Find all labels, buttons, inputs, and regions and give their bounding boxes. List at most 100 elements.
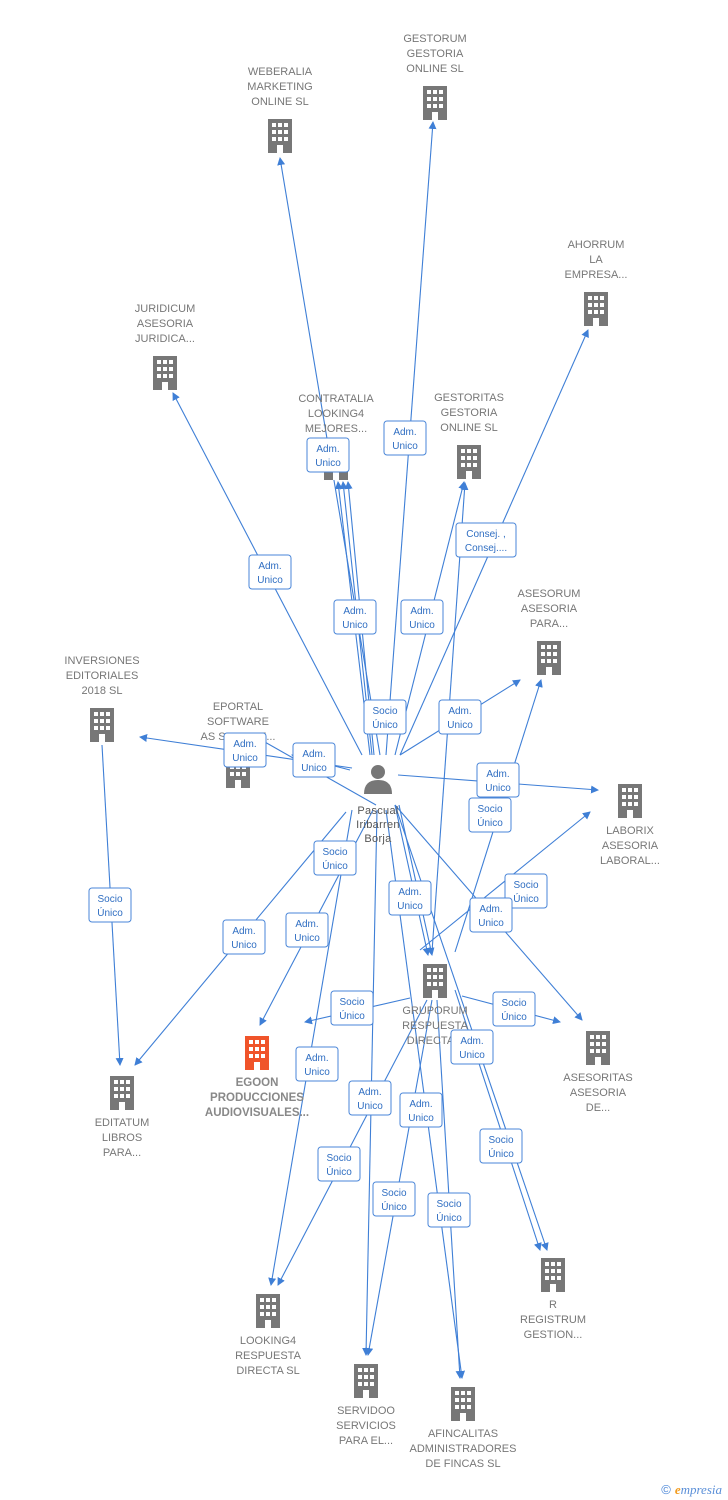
- company-node-egoon[interactable]: EGOONPRODUCCIONESAUDIOVISUALES...: [205, 1036, 309, 1119]
- company-node-ahorrum[interactable]: AHORRUMLAEMPRESA...: [565, 239, 628, 326]
- relation-label-text: Adm.: [398, 887, 421, 898]
- relation-label-box: [333, 599, 377, 635]
- relation-label-text: Consej....: [465, 543, 507, 554]
- relation-label-box: [450, 1029, 494, 1065]
- building-icon: [586, 1031, 610, 1065]
- company-label-line: ASESORUM: [518, 588, 581, 600]
- relation-label[interactable]: Adm.Unico: [383, 420, 427, 456]
- company-label-line: LABORAL...: [600, 855, 660, 867]
- relation-label[interactable]: Adm.Unico: [450, 1029, 494, 1065]
- relation-label[interactable]: Adm.Unico: [333, 599, 377, 635]
- relation-label-box: [223, 732, 267, 768]
- relation-label[interactable]: Adm.Unico: [295, 1046, 339, 1082]
- relation-label-box: [455, 522, 517, 558]
- relation-label-box: [469, 897, 513, 933]
- company-node-gruporum[interactable]: GRUPORUMRESPUESTADIRECTA...: [402, 964, 469, 1047]
- relation-label[interactable]: Adm.Unico: [348, 1080, 392, 1116]
- relation-label[interactable]: Adm.Unico: [292, 742, 336, 778]
- relation-label-box: [372, 1181, 416, 1217]
- relation-label-box: [285, 912, 329, 948]
- company-node-registrum[interactable]: RREGISTRUMGESTION...: [520, 1258, 586, 1341]
- relation-label[interactable]: Consej. ,Consej....: [455, 522, 517, 558]
- company-label-line: SERVIDOO: [337, 1405, 395, 1417]
- relation-label[interactable]: Adm.Unico: [285, 912, 329, 948]
- relation-label[interactable]: Adm.Unico: [400, 599, 444, 635]
- relation-label-text: Socio: [322, 847, 347, 858]
- company-node-contratalia[interactable]: CONTRATALIALOOKING4MEJORES...: [298, 393, 374, 480]
- relation-label-text: Adm.: [486, 769, 509, 780]
- relation-label-box: [476, 762, 520, 798]
- company-label-line: PARA...: [103, 1147, 141, 1159]
- company-label-line: LIBROS: [102, 1132, 142, 1144]
- relation-label-text: Unico: [409, 620, 435, 631]
- relation-label-box: [468, 797, 512, 833]
- company-label-line: RESPUESTA: [402, 1020, 468, 1032]
- company-node-juridicum[interactable]: JURIDICUMASESORIAJURIDICA...: [135, 303, 196, 390]
- relation-label-text: Único: [322, 859, 348, 872]
- relation-label[interactable]: Adm.Unico: [223, 732, 267, 768]
- relationship-edge: [365, 999, 433, 1356]
- relation-label-box: [383, 420, 427, 456]
- relation-label-text: Único: [326, 1165, 352, 1178]
- relation-label-box: [492, 991, 536, 1027]
- company-label-line: LOOKING4: [308, 408, 364, 420]
- company-node-asesoritas[interactable]: ASESORITASASESORIADE...: [563, 1031, 633, 1114]
- relation-label[interactable]: Adm.Unico: [222, 919, 266, 955]
- building-icon: [451, 1387, 475, 1421]
- relation-label[interactable]: Adm.Unico: [388, 880, 432, 916]
- relationship-edge: [398, 804, 435, 956]
- relation-label[interactable]: Adm.Unico: [476, 762, 520, 798]
- relation-label-box: [248, 554, 292, 590]
- company-label-line: ASESORIA: [137, 318, 194, 330]
- company-label-line: GESTORITAS: [434, 392, 504, 404]
- building-icon: [110, 1076, 134, 1110]
- relation-label[interactable]: Adm.Unico: [306, 437, 350, 473]
- relation-label-text: Socio: [477, 804, 502, 815]
- company-label-line: GESTION...: [524, 1329, 583, 1341]
- building-icon: [537, 641, 561, 675]
- relation-label-text: Adm.: [305, 1053, 328, 1064]
- company-label-line: ASESORITAS: [563, 1072, 632, 1084]
- relation-label-text: Adm.: [258, 561, 281, 572]
- company-label-line: ONLINE SL: [406, 63, 463, 75]
- relation-label[interactable]: Adm.Unico: [469, 897, 513, 933]
- relation-label[interactable]: Adm.Unico: [438, 699, 482, 735]
- company-node-editatum[interactable]: EDITATUMLIBROSPARA...: [95, 1076, 150, 1159]
- relation-label-text: Unico: [459, 1050, 485, 1061]
- relation-label-text: Adm.: [409, 1099, 432, 1110]
- relation-label-text: Socio: [513, 880, 538, 891]
- relation-label-box: [295, 1046, 339, 1082]
- relation-label-text: Adm.: [233, 739, 256, 750]
- company-label-line: WEBERALIA: [248, 66, 313, 78]
- building-icon: [618, 784, 642, 818]
- relation-label-text: Único: [97, 906, 123, 919]
- relation-label[interactable]: Adm.Unico: [399, 1092, 443, 1128]
- company-node-asesorum[interactable]: ASESORUMASESORIAPARA...: [518, 588, 581, 675]
- relation-label-text: Socio: [381, 1188, 406, 1199]
- company-label-line: JURIDICA...: [135, 333, 195, 345]
- relation-label-box: [438, 699, 482, 735]
- relation-label-text: Único: [381, 1200, 407, 1213]
- company-node-laborix[interactable]: LABORIXASESORIALABORAL...: [600, 784, 660, 867]
- relation-label[interactable]: Adm.Unico: [248, 554, 292, 590]
- building-icon: [268, 119, 292, 153]
